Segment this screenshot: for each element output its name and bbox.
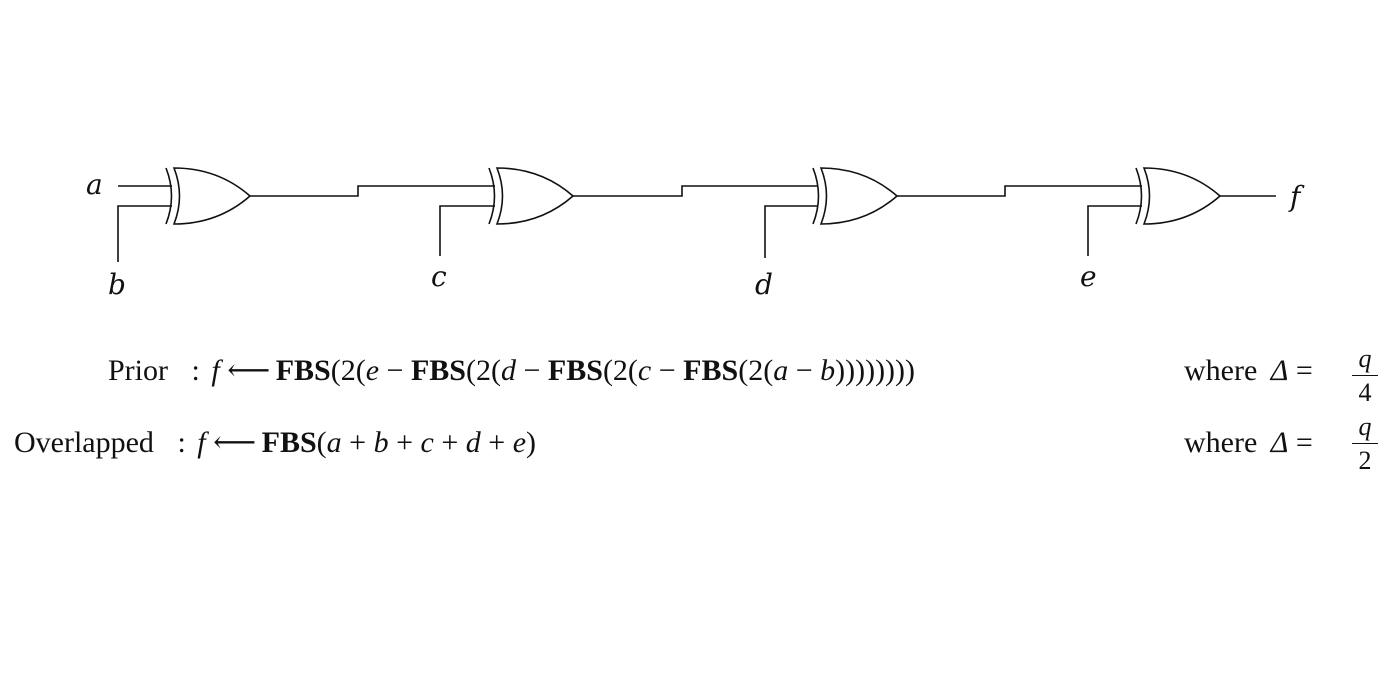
overlapped-equation: Overlapped : f ⟵ FBS(a + b + c + d + e) <box>14 428 536 458</box>
wire-g1-g2 <box>250 185 495 197</box>
prior-fraction: q 4 <box>1352 346 1378 406</box>
overlapped-delta: Δ <box>1270 426 1289 459</box>
label-c: c <box>431 260 447 293</box>
overlapped-fraction: q 2 <box>1352 414 1378 474</box>
prior-where: where <box>1184 354 1258 387</box>
xor-gate-4 <box>1135 167 1222 225</box>
prior-frac-den: 4 <box>1358 378 1372 407</box>
prior-label: Prior <box>108 354 168 387</box>
wire-e <box>1087 205 1142 256</box>
prior-expression: FBS(2(e − FBS(2(d − FBS(2(c − FBS(2(a − … <box>275 354 916 387</box>
wire-c <box>439 205 495 256</box>
label-b: b <box>108 268 126 301</box>
wires <box>117 185 1276 262</box>
overlapped-where: where <box>1184 426 1258 459</box>
overlapped-arrow: ⟵ <box>213 426 256 459</box>
overlapped-expression: FBS(a + b + c + d + e) <box>261 426 537 459</box>
overlapped-label: Overlapped <box>14 426 154 459</box>
overlapped-frac-num: q <box>1358 412 1372 441</box>
overlapped-eq: = <box>1295 426 1313 459</box>
prior-equation: Prior : f ⟵ FBS(2(e − FBS(2(d − FBS(2(c … <box>108 356 915 386</box>
overlapped-sep: : <box>177 426 186 459</box>
overlapped-frac-den: 2 <box>1358 446 1372 475</box>
label-a: a <box>86 168 103 201</box>
label-f: f <box>1288 180 1305 213</box>
xor-gate-3 <box>812 167 899 225</box>
prior-lhs: f <box>211 354 220 387</box>
prior-where-clause: where Δ = <box>1184 356 1313 386</box>
overlapped-lhs: f <box>197 426 206 459</box>
prior-sep: : <box>191 354 200 387</box>
label-e: e <box>1080 260 1097 293</box>
label-d: d <box>755 268 773 301</box>
xor-gate-2 <box>488 167 575 225</box>
wire-b <box>117 205 172 262</box>
prior-eq: = <box>1295 354 1313 387</box>
wire-d <box>764 205 818 258</box>
prior-delta: Δ <box>1270 354 1289 387</box>
overlapped-where-clause: where Δ = <box>1184 428 1313 458</box>
prior-frac-num: q <box>1358 344 1372 373</box>
wire-g3-g4 <box>897 185 1142 197</box>
wire-g2-g3 <box>573 185 818 197</box>
xor-gate-1 <box>165 167 252 225</box>
prior-arrow: ⟵ <box>227 354 270 387</box>
